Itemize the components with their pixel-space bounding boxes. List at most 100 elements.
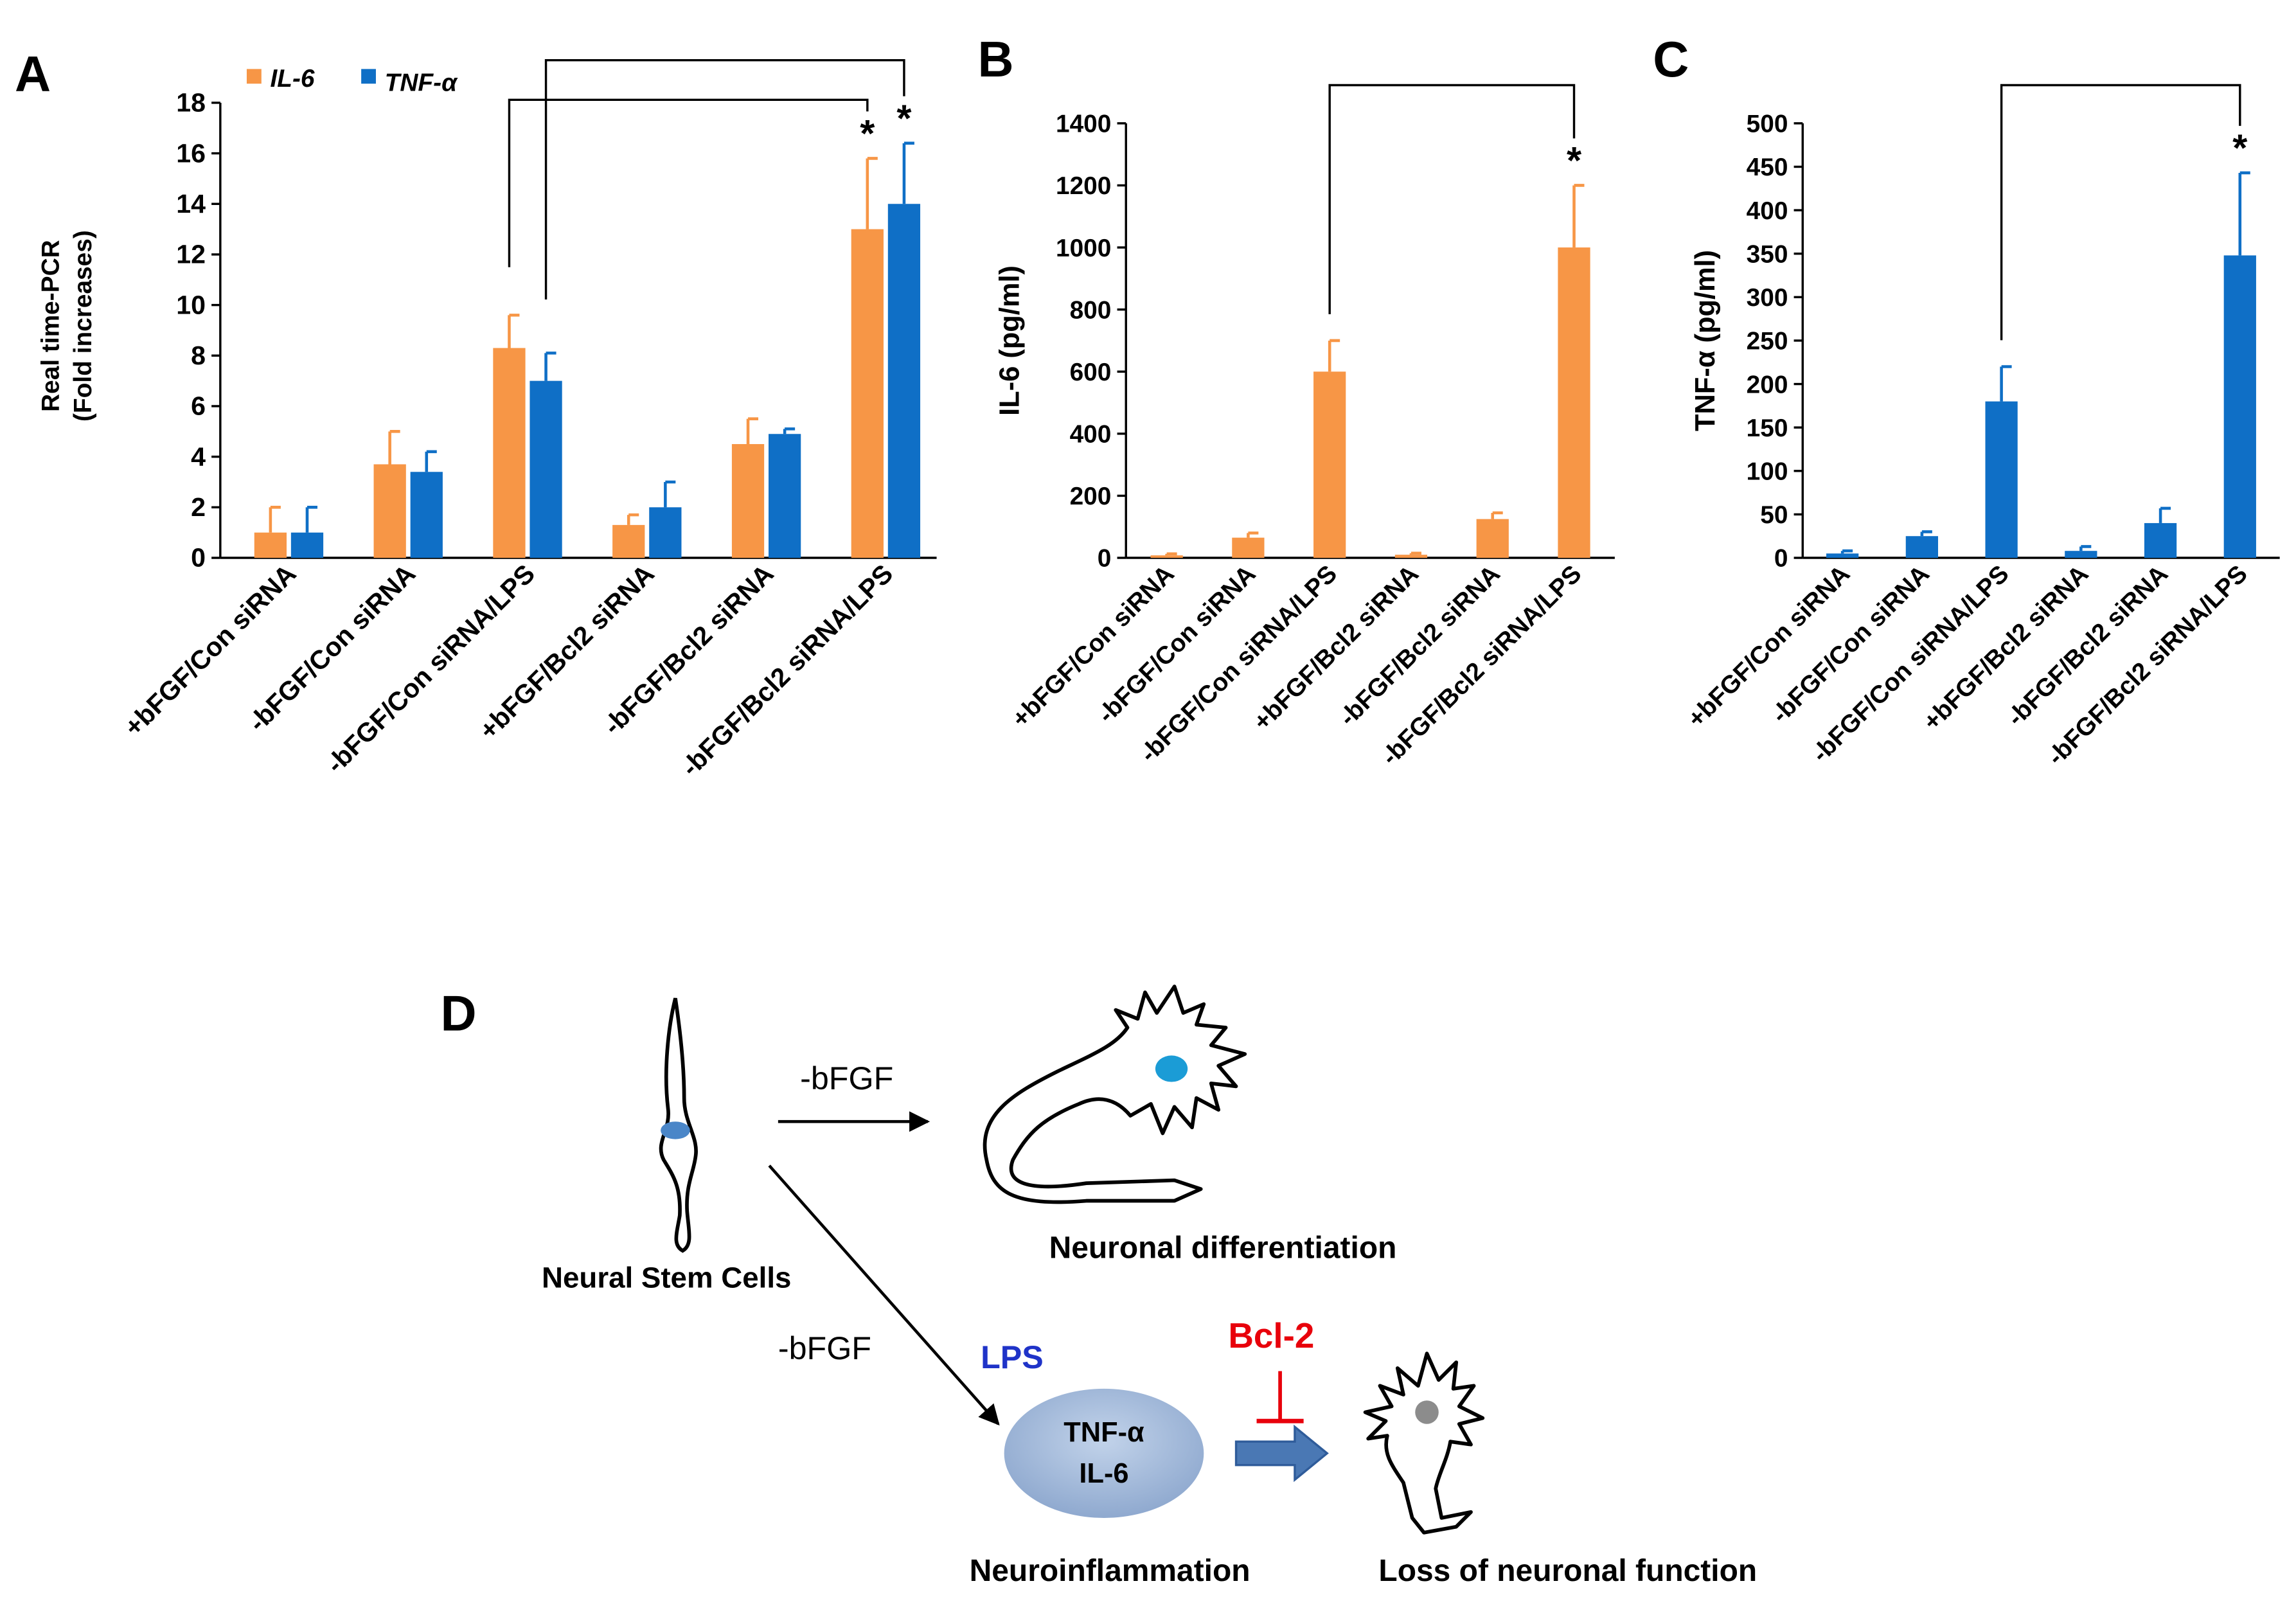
bar: [769, 434, 801, 558]
y-tick-label: 50: [1760, 501, 1788, 529]
significance-star: *: [896, 97, 912, 140]
tnf-label: TNF-α: [1063, 1417, 1144, 1448]
y-tick-label: 400: [1070, 421, 1112, 449]
bar: [2065, 551, 2097, 558]
y-tick-label: 1400: [1056, 111, 1111, 138]
y-tick-label: 16: [176, 138, 206, 168]
y-tick-label: 400: [1747, 197, 1788, 225]
chart-b-ylabel: IL-6 (pg/ml): [994, 265, 1025, 416]
damaged-neuron-icon: [1363, 1352, 1485, 1535]
chart-c-bars: [1826, 171, 2256, 558]
panel-label-d: D: [440, 986, 476, 1042]
x-tick-label: -bFGF/Con siRNA/LPS: [320, 558, 540, 779]
bar: [1985, 401, 2018, 558]
bar: [373, 464, 406, 558]
chart-c-ylabel: TNF-α (pg/ml): [1690, 250, 1721, 431]
differentiated-neuron-icon: [983, 985, 1247, 1204]
significance-bracket: [2000, 84, 2241, 341]
chart-a-significance: **: [508, 58, 912, 299]
bar: [290, 532, 324, 558]
bar: [410, 472, 443, 558]
y-tick-label: 0: [1774, 545, 1788, 573]
bar: [1150, 555, 1183, 558]
nsc-label: Neural Stem Cells: [542, 1261, 791, 1294]
inhibition-tbar-icon: [1256, 1371, 1304, 1423]
neuron-nucleus-icon: [1155, 1055, 1188, 1082]
bar: [254, 532, 287, 558]
chart-a-xlabels: +bFGF/Con siRNA-bFGF/Con siRNA-bFGF/Con …: [118, 558, 898, 781]
y-tick-label: 200: [1070, 483, 1112, 510]
il6-label: IL-6: [1079, 1458, 1128, 1489]
bar: [649, 507, 682, 558]
neural-stem-cell-icon: [659, 997, 698, 1253]
chart-a-bars: [254, 141, 921, 558]
legend-swatch-tnf: [361, 69, 376, 84]
y-tick-label: 200: [1747, 371, 1788, 398]
y-tick-label: 18: [176, 88, 206, 118]
chart-c-significance: *: [2000, 84, 2248, 341]
bar: [1313, 371, 1346, 558]
chart-b: B IL-6 (pg/ml) 0200400600800100012001400…: [978, 32, 1615, 771]
x-tick-label: +bFGF/Con siRNA: [1007, 560, 1180, 733]
chart-a-legend: IL-6 TNF-α: [246, 65, 458, 97]
bar: [1232, 537, 1265, 558]
y-tick-label: 500: [1747, 111, 1788, 138]
diagram-d: D Neural Stem Cells -bFGF Neuronal diffe…: [440, 985, 1757, 1588]
damaged-nucleus-icon: [1415, 1400, 1439, 1424]
block-arrow-icon: [1234, 1424, 1329, 1483]
y-tick-label: 8: [191, 341, 206, 370]
chart-c-xlabels: +bFGF/Con siRNA-bFGF/Con siRNA-bFGF/Con …: [1682, 560, 2253, 771]
neuroinflammation-label: Neuroinflammation: [970, 1554, 1250, 1588]
chart-b-bars: [1150, 184, 1590, 558]
chart-a-ylabel: Real time-PCR: [37, 240, 65, 412]
bar: [1476, 519, 1509, 558]
y-tick-label: 4: [191, 442, 206, 471]
y-tick-label: 0: [191, 543, 206, 573]
minus-bfgf-bottom: -bFGF: [778, 1330, 871, 1366]
significance-bracket: [508, 98, 869, 267]
y-tick-label: 800: [1070, 296, 1112, 324]
legend-label-il6: IL-6: [271, 65, 315, 93]
y-tick-label: 300: [1747, 284, 1788, 312]
legend-swatch-il6: [246, 69, 262, 84]
y-tick-label: 10: [176, 290, 206, 319]
y-tick-label: 100: [1747, 458, 1788, 486]
cytokine-ellipse: [1004, 1388, 1204, 1518]
panel-label-b: B: [978, 32, 1014, 87]
chart-b-significance: *: [1328, 84, 1582, 314]
legend-label-tnf: TNF-α: [385, 69, 458, 97]
x-tick-label: -bFGF/Bcl2 siRNA: [1334, 560, 1506, 731]
bar: [493, 348, 526, 558]
significance-star: *: [2232, 127, 2248, 170]
y-tick-label: 1200: [1056, 172, 1111, 200]
bar: [887, 204, 921, 558]
y-tick-label: 250: [1747, 328, 1788, 355]
y-tick-label: 1000: [1056, 235, 1111, 262]
chart-a: A IL-6 TNF-α Real time-PCR (Fold increas…: [15, 47, 937, 782]
bcl2-label: Bcl-2: [1228, 1316, 1314, 1355]
significance-bracket: [544, 58, 905, 299]
bar: [2223, 255, 2256, 558]
bar: [1905, 536, 1939, 558]
chart-a-ylabel-line2: (Fold increases): [69, 230, 97, 422]
bar: [1826, 553, 1859, 558]
bar: [2144, 522, 2177, 558]
neuronal-diff-label: Neuronal differentiation: [1049, 1231, 1397, 1265]
significance-star: *: [1567, 139, 1582, 182]
chart-c: C TNF-α (pg/ml) 050100150200250300350400…: [1653, 32, 2280, 771]
y-tick-label: 14: [176, 189, 206, 219]
y-tick-label: 600: [1070, 359, 1112, 386]
bar: [851, 229, 884, 558]
lps-label: LPS: [981, 1339, 1044, 1375]
x-tick-label: -bFGF/Con siRNA: [1092, 560, 1261, 728]
significance-star: *: [860, 112, 875, 155]
y-tick-label: 6: [191, 391, 206, 421]
y-tick-label: 12: [176, 240, 206, 269]
bar: [1394, 555, 1428, 558]
y-tick-label: 450: [1747, 154, 1788, 181]
y-tick-label: 2: [191, 492, 206, 522]
arrow-to-neuroinflammation: [768, 1164, 1000, 1426]
